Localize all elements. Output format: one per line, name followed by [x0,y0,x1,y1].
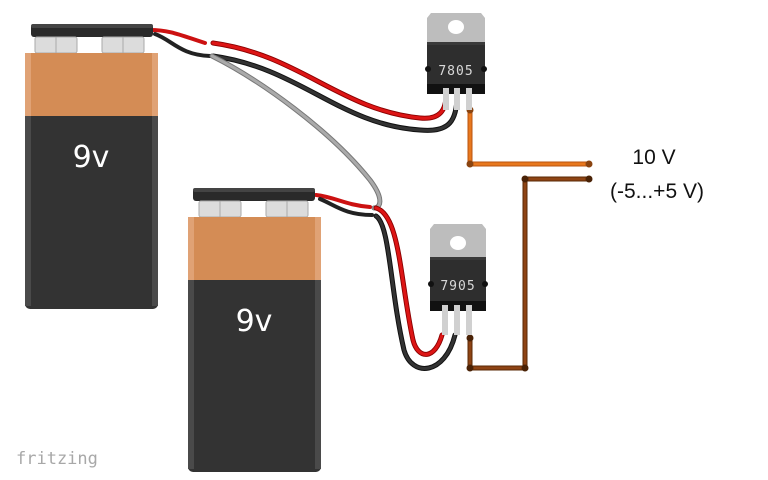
battery-1-black-lead[interactable] [153,32,212,58]
regulator-7905-body [430,257,486,301]
wire-gray-series[interactable] [209,53,383,211]
battery-1-terminals [34,36,145,54]
battery-1[interactable]: 9v [25,24,158,309]
regulator-7905-label: 7905 [440,279,475,294]
battery-1-label: 9v [73,140,110,175]
regulator-7805-mount-hole [448,20,464,34]
battery-2-cap [188,217,321,287]
wire-brown-negative-out[interactable] [467,176,592,371]
regulator-7905-pins [442,305,472,335]
battery-1-red-lead[interactable] [148,28,207,45]
wire-red-7805-in[interactable] [210,40,449,121]
battery-1-body [25,116,158,309]
output-range-label: (-5...+5 V) [610,180,704,203]
battery-2-red-lead[interactable] [314,193,372,209]
battery-2-label: 9v [236,304,273,339]
battery-2-body [188,280,321,472]
output-voltage-label: 10 V [632,146,675,169]
regulator-7805-label: 7805 [438,64,473,79]
regulator-7805-body [427,42,485,84]
regulator-7805-pins [443,88,472,110]
battery-1-cap [25,53,158,123]
battery-2[interactable]: 9v [188,188,321,472]
regulator-7805[interactable]: 7805 [425,13,487,110]
regulator-7905-mount-hole [450,236,466,250]
fritzing-logo: fritzing [16,449,98,469]
battery-2-terminals [198,200,309,218]
regulator-7905[interactable]: 7905 [428,224,488,335]
wire-orange-positive-out[interactable] [467,107,592,167]
battery-2-black-lead[interactable] [318,197,374,217]
